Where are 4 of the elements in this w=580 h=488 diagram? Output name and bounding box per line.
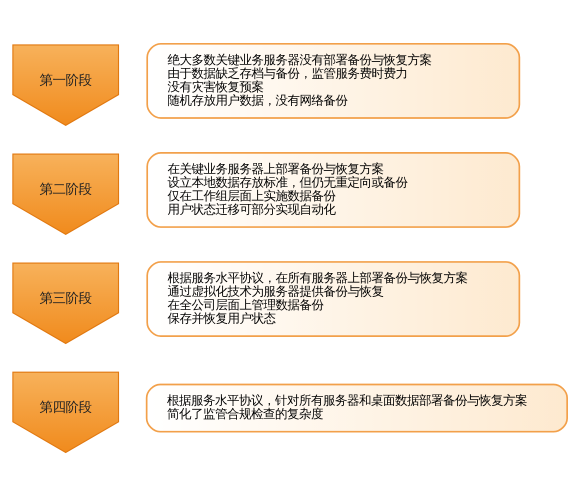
- node-box: 根据服务水平协议，针对所有服务器和桌面数据部署备份与恢复方案 简化了监管合规检查的复杂度: [146, 383, 568, 432]
- node-box: 根据服务水平协议，在所有服务器上部署备份与恢复方案 通过虚拟化技术为服务器提供备份与恢复 在全公司层面上管理数据备份 保存并恢复用户状态: [146, 260, 520, 336]
- node-box: 绝大多数关键业务服务器没有部署备份与恢复方案 由于数据缺乏存档与备份，监管服务费时费力 没有灾害恢复预案 随机存放用户数据，没有网络备份: [146, 42, 520, 118]
- node-box: 在关键业务服务器上部署备份与恢复方案 设立本地数据存放标准，但仍无重定向或备份 仅在工作组层面上实施数据备份 用户状态迁移可部分实现自动化: [146, 152, 520, 228]
